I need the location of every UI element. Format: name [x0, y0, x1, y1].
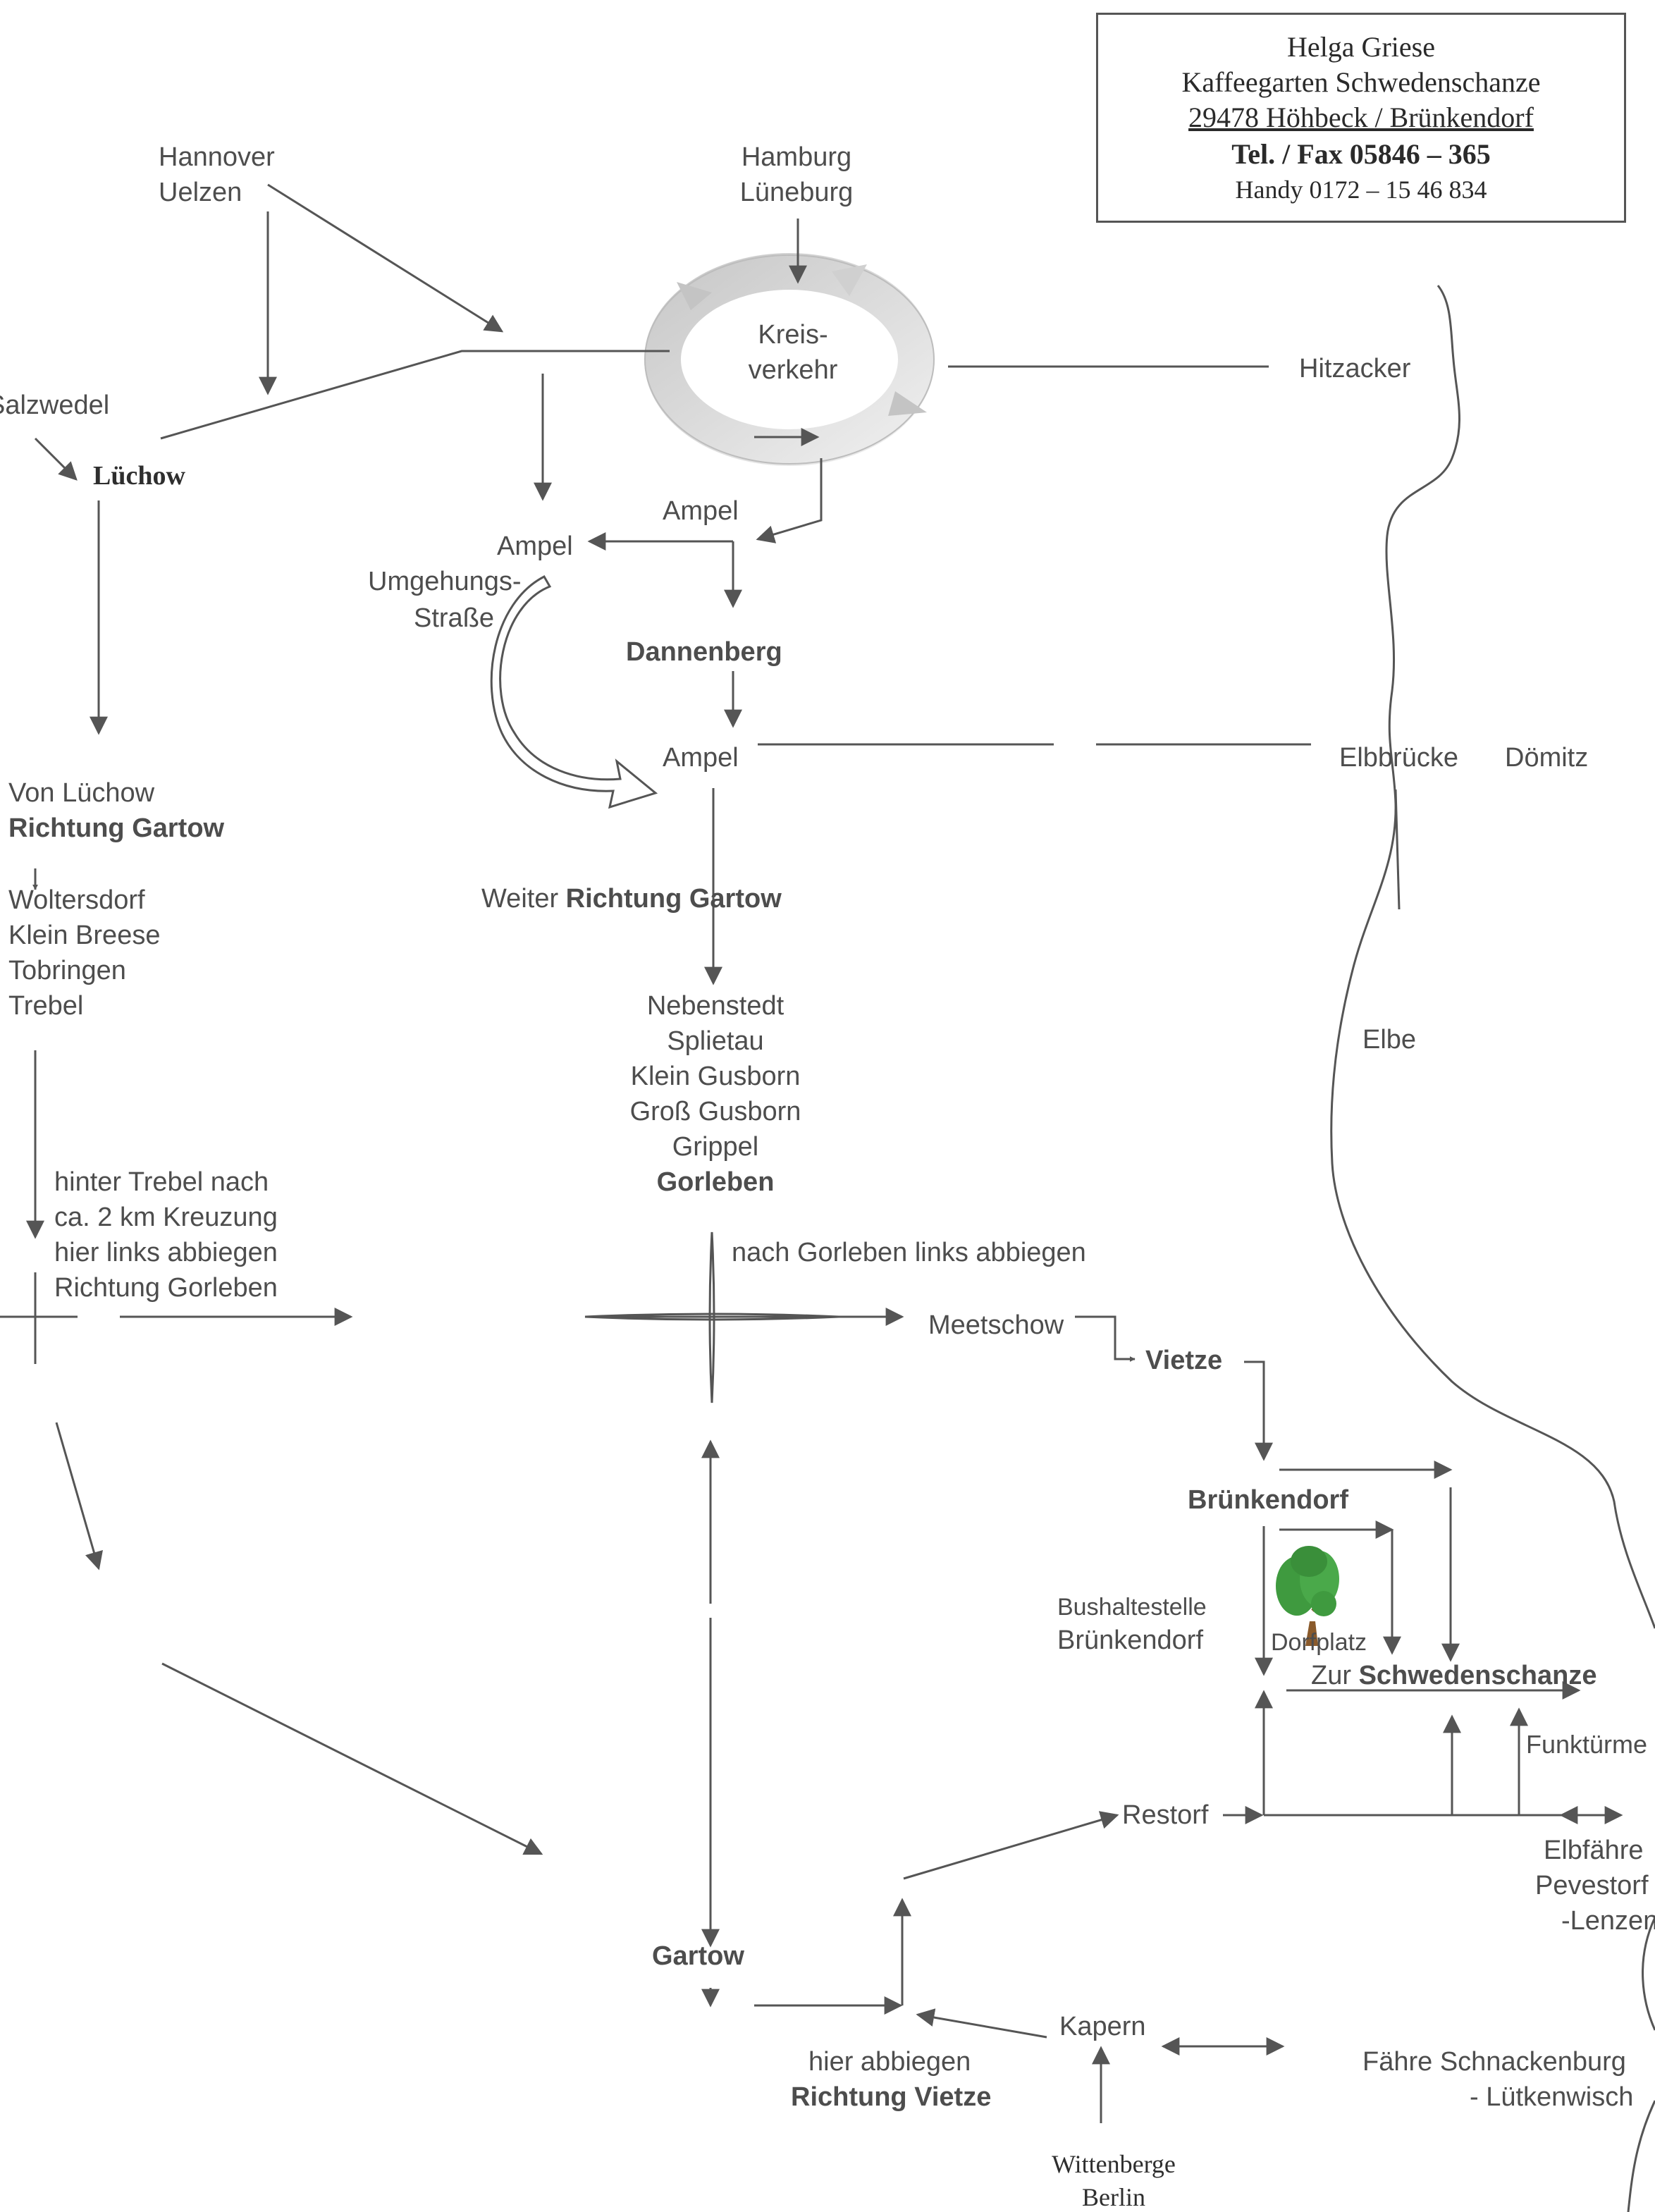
arrow-hannover-lower [267, 183, 504, 333]
label-salzwedel: Salzwedel [0, 391, 110, 420]
label-hinter-trebel-1: hinter Trebel nach [54, 1167, 269, 1197]
label-grippel: Grippel [672, 1132, 759, 1162]
label-nebenstedt: Nebenstedt [646, 991, 785, 1021]
label-elbfaehre: Elbfähre [1544, 1836, 1644, 1865]
label-nach-gorleben: nach Gorleben links abbiegen [732, 1238, 1086, 1267]
label-dannenberg: Dannenberg [626, 637, 782, 667]
elbbruecke-down [1394, 789, 1401, 910]
label-pevestorf: Pevestorf [1535, 1871, 1649, 1900]
label-richtung-vietze: Richtung Vietze [791, 2082, 992, 2112]
label-lueneburg: Lüneburg [739, 178, 854, 207]
contact-name: Helga Griese [1287, 31, 1435, 63]
tree-icon [1276, 1546, 1339, 1646]
label-zur-schwedenschanze: Zur Schwedenschanze [1311, 1661, 1597, 1690]
label-klein-breese: Klein Breese [8, 921, 161, 950]
phone-fax: Tel. / Fax 05846 – 365 [1231, 138, 1491, 170]
arrow-diag-1 [55, 1422, 103, 1571]
label-splietau: Splietau [667, 1026, 764, 1056]
label-ampel-left: Ampel [497, 532, 573, 561]
arrow-salzwedel [34, 437, 78, 481]
business-location: 29478 Höhbeck / Brünkendorf [1188, 102, 1534, 133]
label-hinter-trebel-4: Richtung Gorleben [54, 1273, 278, 1303]
arrow-to-ampel-top [756, 458, 823, 543]
label-uelzen: Uelzen [159, 178, 242, 207]
arrow-meetschow-vietze [1075, 1315, 1136, 1362]
label-richtung-gartow-left: Richtung Gartow [8, 813, 225, 843]
label-elbe: Elbe [1362, 1025, 1417, 1055]
label-wittenberge: Wittenberge [1052, 2150, 1176, 2178]
label-elbbruecke: Elbbrücke [1339, 743, 1458, 773]
label-gross-gusborn: Groß Gusborn [629, 1097, 801, 1126]
label-trebel: Trebel [8, 991, 84, 1021]
label-ampel-top: Ampel [663, 496, 739, 526]
bypass-curved-arrow [490, 575, 658, 809]
label-hinter-trebel-2: ca. 2 km Kreuzung [54, 1203, 278, 1232]
crossing-gorleben-v [708, 1231, 715, 1403]
label-umgehungs: Umgehungs- [368, 567, 522, 596]
label-klein-gusborn: Klein Gusborn [630, 1062, 801, 1091]
label-woltersdorf: Woltersdorf [8, 885, 145, 915]
label-hinter-trebel-3: hier links abbiegen [54, 1238, 278, 1267]
elbe-river-south [1627, 1917, 1655, 2212]
label-meetschow: Meetschow [928, 1310, 1064, 1340]
label-bushaltestelle: Bushaltestelle [1057, 1594, 1207, 1621]
crossing-gorleben-h [584, 1313, 839, 1321]
label-hitzacker: Hitzacker [1299, 354, 1411, 383]
label-faehre-schnackenburg: Fähre Schnackenburg [1362, 2047, 1626, 2077]
road-west [160, 350, 670, 440]
label-ampel-mid: Ampel [663, 743, 739, 773]
arrow-to-restorf [903, 1811, 1119, 1880]
label-bruenkendorf: Brünkendorf [1188, 1485, 1348, 1515]
label-strasse: Straße [414, 603, 495, 633]
arrow-diag-2 [161, 1662, 543, 1855]
label-luechow: Lüchow [93, 461, 185, 491]
label-berlin: Berlin [1082, 2183, 1145, 2211]
mobile-phone: Handy 0172 – 15 46 834 [1235, 176, 1487, 204]
label-hier-abbiegen: hier abbiegen [808, 2047, 971, 2077]
address-box: Helga Griese Kaffeegarten Schwedenschanz… [1096, 13, 1626, 223]
label-restorf: Restorf [1122, 1800, 1209, 1830]
business-name: Kaffeegarten Schwedenschanze [1181, 66, 1541, 98]
label-weiter-richtung-gartow: Weiter Richtung Gartow [481, 884, 782, 914]
elbe-river [1330, 285, 1655, 1629]
label-kreisverkehr-2: verkehr [748, 355, 838, 385]
label-kapern: Kapern [1059, 2012, 1146, 2041]
label-von-luechow: Von Lüchow [8, 778, 155, 808]
label-bushalt-bruenkendorf: Brünkendorf [1057, 1626, 1204, 1655]
label-doemitz: Dömitz [1505, 743, 1589, 773]
label-gartow: Gartow [652, 1941, 744, 1971]
arrow-kapern-left [916, 2008, 1047, 2039]
label-kreisverkehr-1: Kreis- [758, 320, 828, 350]
label-hannover: Hannover [159, 142, 275, 172]
label-lenzen: -Lenzen [1561, 1906, 1655, 1936]
label-tobringen: Tobringen [8, 956, 126, 985]
label-luetkenwisch: - Lütkenwisch [1470, 2082, 1634, 2112]
label-dorfplatz: Dorfplatz [1271, 1629, 1367, 1656]
arrow-vietze-bruenkendorf [1244, 1360, 1273, 1461]
label-funktuerme: Funktürme [1526, 1730, 1648, 1759]
label-hamburg: Hamburg [741, 142, 852, 172]
label-gorleben: Gorleben [656, 1167, 775, 1197]
label-vietze: Vietze [1145, 1346, 1223, 1375]
